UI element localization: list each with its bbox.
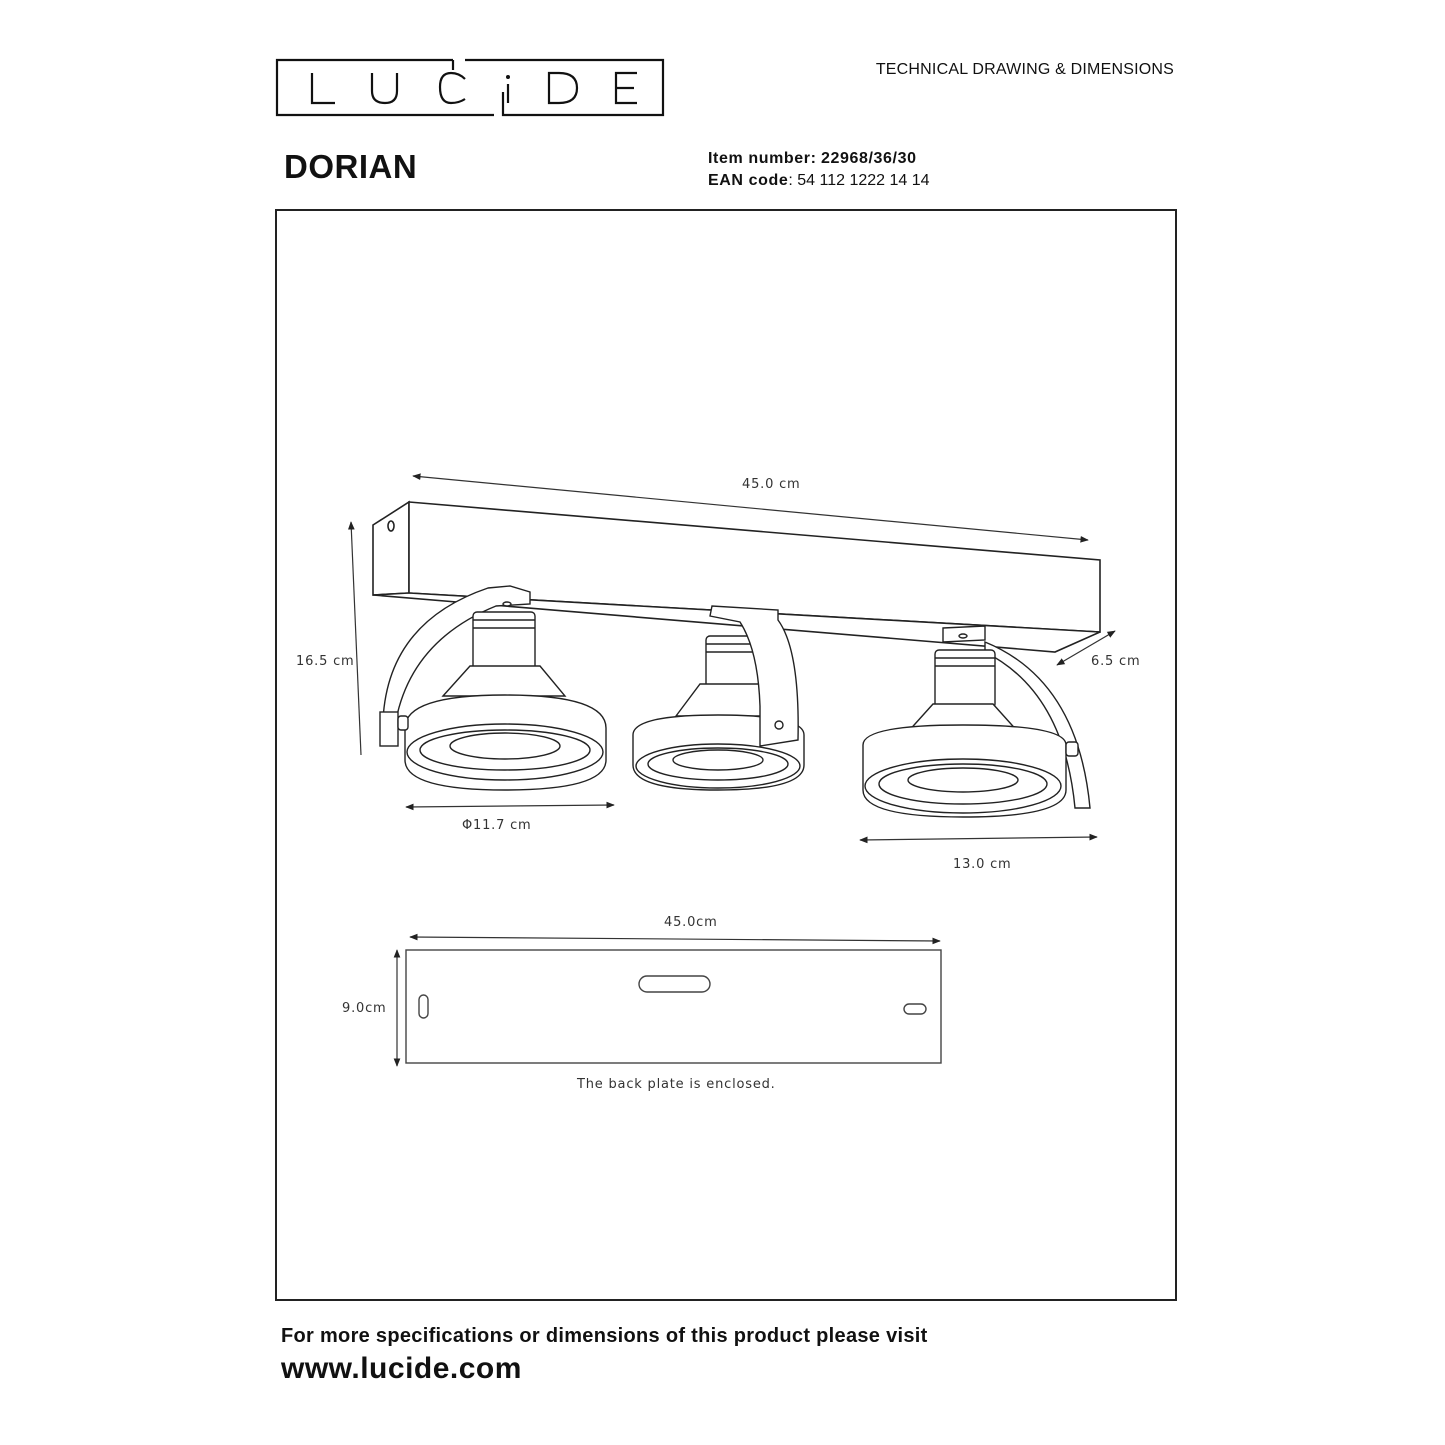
depth-dimension-arrow: [1056, 630, 1116, 666]
item-number-row: Item number: 22968/36/30: [708, 148, 930, 170]
item-number-label: Item number:: [708, 150, 817, 167]
head-width-label: 13.0 cm: [953, 857, 1012, 872]
spotlight-right: [862, 625, 1091, 818]
document-type-label: TECHNICAL DRAWING & DIMENSIONS: [875, 61, 1174, 78]
ean-label: EAN code: [708, 172, 789, 189]
spotlight-middle: [632, 605, 805, 791]
ean-value: : 54 112 1222 14 14: [788, 172, 930, 189]
mounting-bar: [372, 500, 1101, 653]
backplate-width-label: 45.0cm: [664, 915, 718, 930]
footer-info-text: For more specifications or dimensions of…: [281, 1325, 928, 1347]
website-link[interactable]: www.lucide.com: [281, 1352, 522, 1385]
backplate-height-label: 9.0cm: [342, 1001, 387, 1016]
length-label: 45.0 cm: [742, 477, 801, 492]
drawing-frame: [275, 209, 1177, 1301]
back-plate: [405, 949, 942, 1064]
head-width-dimension-arrow: [859, 833, 1098, 844]
product-name: DORIAN: [284, 148, 418, 185]
height-label: 16.5 cm: [296, 654, 355, 669]
lucide-logo: [275, 58, 665, 117]
diameter-label: Φ11.7 cm: [462, 818, 532, 833]
length-dimension-arrow: [412, 473, 1089, 543]
backplate-width-arrow: [409, 933, 941, 945]
backplate-note: The back plate is enclosed.: [576, 1077, 776, 1092]
spotlight-left: [379, 585, 607, 791]
depth-label: 6.5 cm: [1091, 654, 1140, 669]
ean-row: EAN code: 54 112 1222 14 14: [708, 170, 930, 192]
product-meta: Item number: 22968/36/30 EAN code: 54 11…: [708, 148, 930, 192]
height-dimension-arrow: [347, 521, 362, 756]
item-number-value: 22968/36/30: [821, 150, 917, 167]
diameter-dimension-arrow: [405, 801, 615, 811]
